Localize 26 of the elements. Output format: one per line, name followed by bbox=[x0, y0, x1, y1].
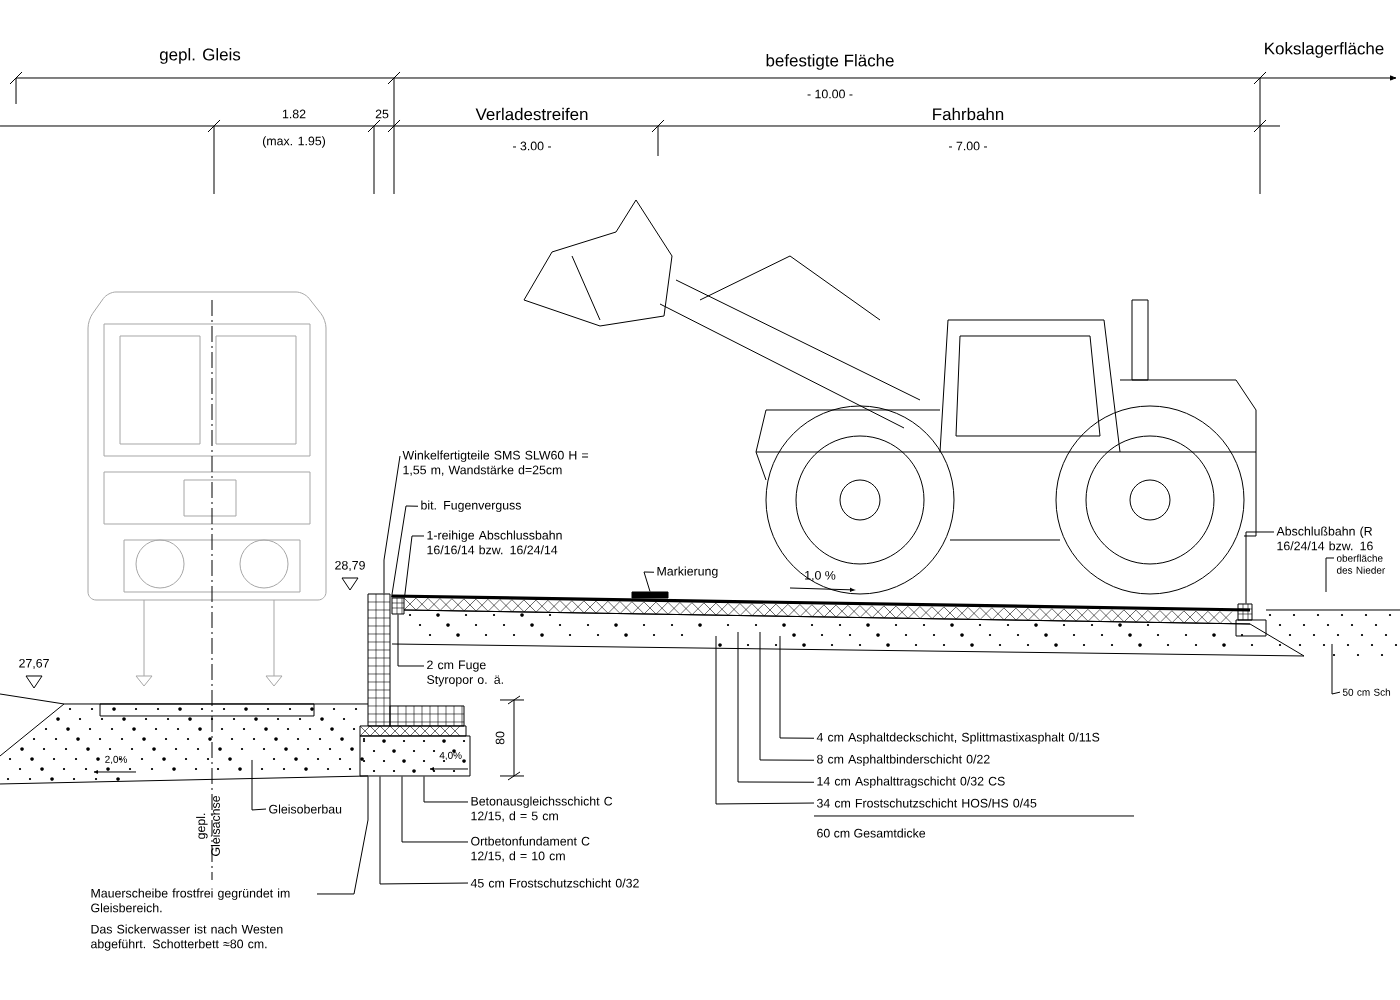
leader-line bbox=[383, 455, 401, 594]
curb-block bbox=[1237, 603, 1253, 621]
dimension-text: Kokslagerfläche bbox=[1265, 42, 1384, 58]
leader-line bbox=[1245, 531, 1275, 604]
dimension-text: befestigte Fläche bbox=[766, 54, 894, 70]
retaining-wall bbox=[367, 593, 391, 727]
leader-line bbox=[643, 571, 655, 592]
dimension-text: Verladestreifen bbox=[475, 107, 588, 121]
leader-line bbox=[316, 776, 369, 895]
dimension-text: gepl. Gleis bbox=[159, 48, 241, 64]
leader-line bbox=[404, 535, 425, 598]
leader-line bbox=[391, 505, 419, 598]
leader-line bbox=[1331, 643, 1341, 695]
leader-line bbox=[379, 776, 469, 885]
leader-line bbox=[737, 631, 815, 783]
leader-line bbox=[715, 635, 815, 805]
leader-line bbox=[1325, 557, 1335, 593]
leader-line bbox=[401, 776, 469, 843]
leader-line bbox=[423, 776, 469, 803]
leader-line bbox=[779, 635, 815, 739]
leader-line bbox=[397, 614, 425, 667]
curb-block bbox=[391, 597, 405, 615]
dimension-text: Fahrbahn bbox=[933, 107, 1004, 121]
road-marking bbox=[631, 591, 669, 599]
leader-line bbox=[251, 759, 267, 811]
leader-line bbox=[759, 631, 815, 761]
